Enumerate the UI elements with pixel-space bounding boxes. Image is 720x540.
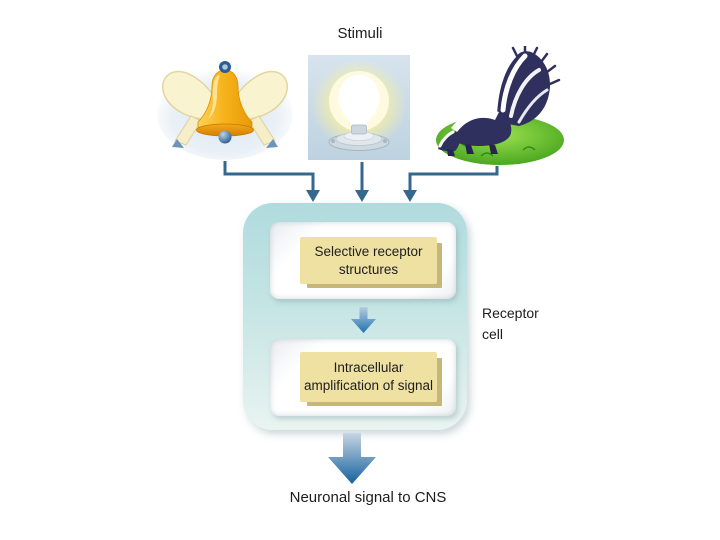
skunk-icon (436, 46, 564, 165)
stimuli-heading: Stimuli (337, 25, 383, 42)
bell-icon (157, 61, 293, 160)
stage-box-intracellular-amplification: Intracellular amplification of signal (300, 352, 437, 402)
light-bulb-icon (308, 55, 410, 160)
stage-box-selective-receptors: Selective receptor structures (300, 237, 437, 284)
receptor-cell-label: Receptor cell (482, 305, 539, 342)
down-arrow-icon (351, 307, 376, 333)
output-label: Neuronal signal to CNS (289, 489, 447, 506)
stimulus-connector-arrows (223, 161, 499, 202)
output-arrow-icon (328, 433, 376, 484)
